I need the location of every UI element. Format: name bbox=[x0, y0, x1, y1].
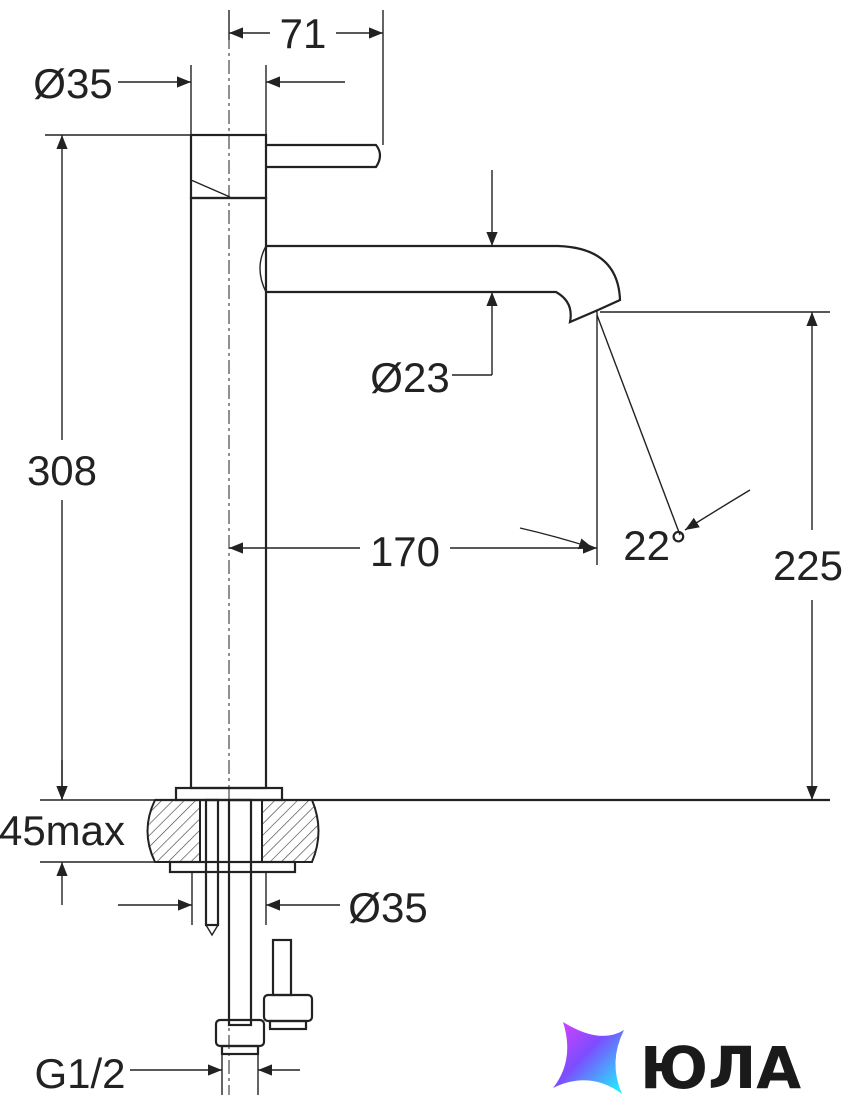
dim-spout-height: 225 bbox=[773, 542, 843, 589]
countertop-left bbox=[146, 799, 201, 863]
dim-spout-diameter: Ø23 bbox=[370, 354, 449, 401]
supply-hose-right bbox=[271, 938, 293, 997]
dim-handle-reach: 71 bbox=[280, 10, 327, 57]
dimension-lines bbox=[40, 10, 830, 1095]
countertop-right bbox=[261, 799, 320, 863]
handle-lever bbox=[266, 143, 382, 169]
brand-star-icon bbox=[553, 1022, 624, 1094]
threaded-rod bbox=[204, 798, 220, 927]
hose-nut-right bbox=[262, 993, 314, 1023]
countertop-section bbox=[146, 798, 830, 1056]
brand-logo: ЮЛА bbox=[553, 1022, 801, 1100]
mounting-washer bbox=[168, 860, 297, 874]
brand-name: ЮЛА bbox=[640, 1034, 801, 1100]
dim-handle-diameter: Ø35 bbox=[33, 60, 112, 107]
dim-max-counter: 45max bbox=[0, 807, 125, 854]
dim-spout-reach: 170 bbox=[370, 528, 440, 575]
supply-hose-left bbox=[227, 798, 253, 1027]
faucet-body bbox=[174, 133, 622, 802]
dim-base-diameter: Ø35 bbox=[348, 884, 427, 931]
dim-spout-angle: 22° bbox=[623, 522, 687, 569]
dim-total-height: 308 bbox=[27, 447, 97, 494]
dim-thread-size: G1/2 bbox=[34, 1050, 125, 1097]
faucet-spout bbox=[266, 244, 622, 324]
